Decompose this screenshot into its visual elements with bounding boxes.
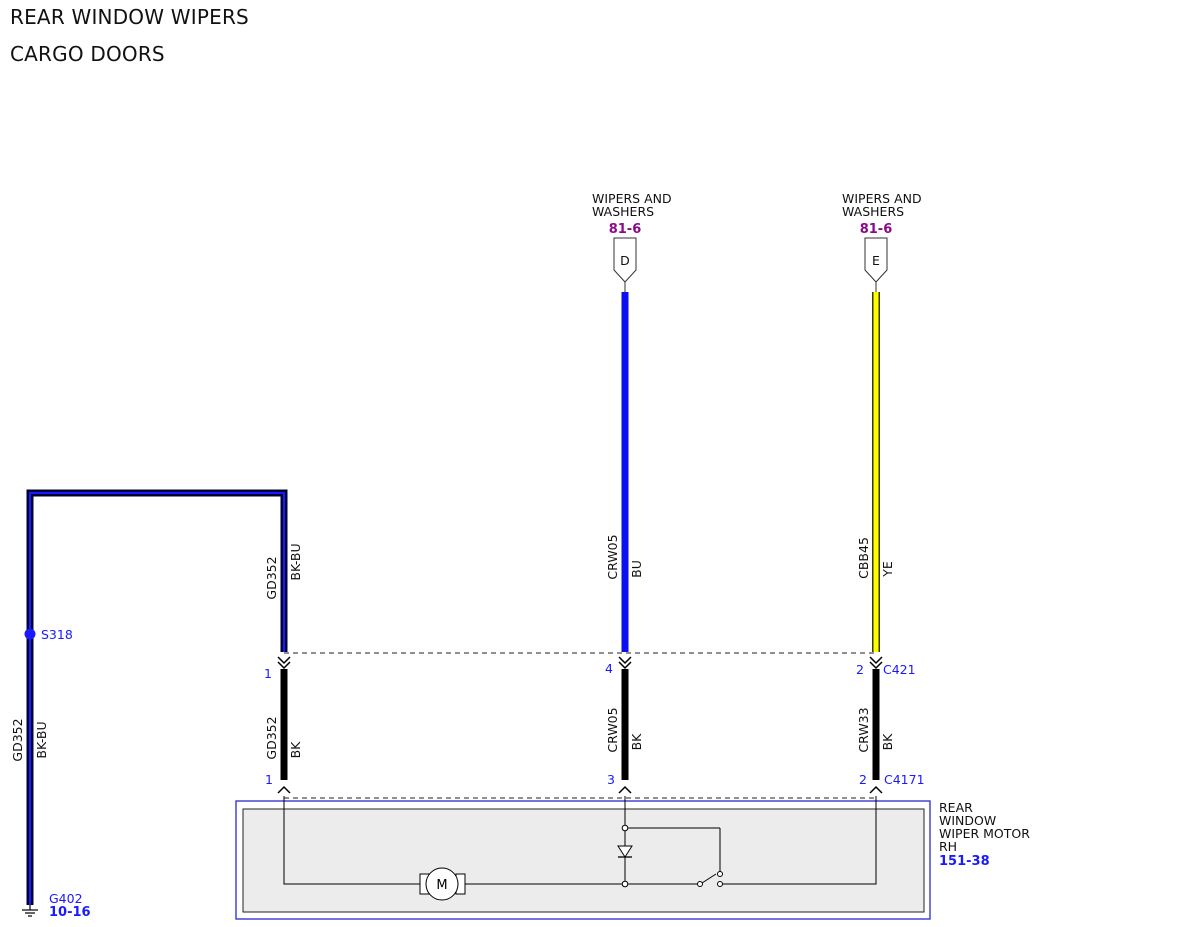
ground-label[interactable]: G402 (49, 891, 83, 906)
splice-label[interactable]: S318 (41, 627, 73, 642)
c4171-pin-3: 3 (607, 772, 615, 787)
connector-c421-label[interactable]: C421 (883, 662, 916, 677)
wire-label-crw05-top-circuit: CRW05 (605, 534, 620, 579)
ground-symbol-icon (22, 905, 38, 917)
c421-pin-1: 1 (264, 666, 272, 681)
connector-d-title-line1: WIPERS AND (592, 191, 672, 206)
connector-e-title-line1: WIPERS AND (842, 191, 922, 206)
ground-page-ref[interactable]: 10-16 (49, 905, 91, 920)
connector-c4171-arrow-icons (277, 785, 883, 794)
wire-gd352-bk-bu-stripe (29, 492, 285, 905)
component-outline[interactable] (235, 800, 931, 920)
connector-e-title-line2: WASHERS (842, 204, 904, 219)
component-label-line4: RH (939, 839, 957, 854)
wire-label-crw33-mid-circuit: CRW33 (856, 707, 871, 752)
splice-dot-icon[interactable] (24, 628, 36, 640)
diode-icon (617, 845, 633, 858)
c421-pin-2: 2 (856, 662, 864, 677)
wire-label-cbb45-top-circuit: CBB45 (856, 537, 871, 579)
wire-label-gd352-mid-color: BK (288, 741, 303, 759)
wire-label-crw33-mid-color: BK (880, 733, 895, 751)
wire-label-crw05-top-color: BU (629, 560, 644, 578)
c421-pin-4: 4 (605, 661, 613, 676)
component-label-line1: REAR (939, 800, 973, 815)
motor-icon (425, 867, 459, 901)
page-title: REAR WINDOW WIPERS (10, 5, 249, 29)
component-label-line2: WINDOW (939, 813, 996, 828)
connector-e-id: E (872, 253, 880, 268)
component-body (242, 808, 925, 913)
component-label-line3: WIPER MOTOR (939, 826, 1030, 841)
wire-label-crw05-mid-circuit: CRW05 (605, 707, 620, 752)
wire-label-gd352-top-circuit: GD352 (264, 556, 279, 599)
park-switch-icon (697, 871, 723, 887)
connector-d-flag-icon (613, 237, 637, 283)
wire-label-gd352-left-circuit: GD352 (10, 718, 25, 761)
page-subtitle: CARGO DOORS (10, 42, 165, 66)
connector-c4171-label[interactable]: C4171 (884, 772, 925, 787)
connector-e-flag-icon (864, 237, 888, 283)
connector-d-title-line2: WASHERS (592, 204, 654, 219)
wire-label-gd352-top-color: BK-BU (288, 543, 303, 580)
junction-bottom-icon (621, 880, 629, 888)
wire-label-gd352-mid-circuit: GD352 (264, 716, 279, 759)
motor-symbol: M (436, 878, 447, 893)
c4171-pin-1: 1 (265, 772, 273, 787)
c4171-pin-2: 2 (859, 772, 867, 787)
connector-d-page-ref[interactable]: 81-6 (609, 222, 642, 237)
connector-c421-arrow-icons (277, 656, 883, 670)
motor-circuit (283, 796, 877, 895)
component-page-ref[interactable]: 151-38 (939, 854, 990, 869)
junction-top-icon (621, 824, 629, 832)
connector-e[interactable]: WIPERS AND WASHERS 81-6 E (842, 191, 922, 292)
connector-d[interactable]: WIPERS AND WASHERS 81-6 D (592, 191, 672, 292)
wire-label-gd352-left-color: BK-BU (34, 721, 49, 758)
connector-d-id: D (620, 253, 630, 268)
wire-label-cbb45-top-color: YE (880, 561, 895, 578)
connector-e-page-ref[interactable]: 81-6 (860, 222, 893, 237)
wire-label-crw05-mid-color: BK (629, 733, 644, 751)
